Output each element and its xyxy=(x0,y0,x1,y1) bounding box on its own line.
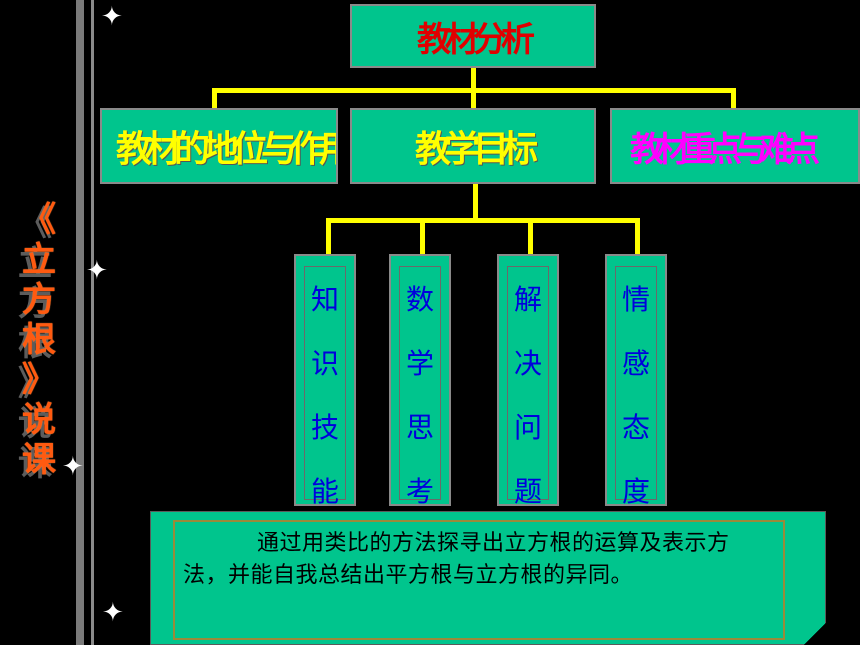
textbook-analysis-label: 教材分析 xyxy=(417,19,535,60)
title-char: 课 xyxy=(22,440,56,480)
sparkle-star-icon: ✦ xyxy=(62,452,84,482)
left-thin-bar xyxy=(91,0,94,645)
connector-goal-drop-1 xyxy=(326,218,331,254)
teaching-goals-box: 教学目标 xyxy=(350,108,596,184)
sparkle-star-icon: ✦ xyxy=(101,2,123,32)
goal-description-note: 通过用类比的方法探寻出立方根的运算及表示方法，并能自我总结出平方根与立方根的异同… xyxy=(150,511,826,645)
connector-top-stem xyxy=(471,68,476,90)
goal-description-text: 通过用类比的方法探寻出立方根的运算及表示方法，并能自我总结出平方根与立方根的异同… xyxy=(183,531,730,588)
key-points-box: 教材重点与难点 xyxy=(610,108,860,184)
goal-problem-solving-box: 解 决 问 题 xyxy=(497,254,559,508)
connector-goal-drop-3 xyxy=(528,218,533,254)
teaching-goals-label: 教学目标 xyxy=(414,129,538,170)
connector-drop-2 xyxy=(471,88,476,108)
sparkle-star-icon: ✦ xyxy=(86,256,108,286)
connector-goal-drop-2 xyxy=(420,218,425,254)
connector-goals-horizontal xyxy=(326,218,640,223)
title-char: 立 xyxy=(22,240,56,280)
goal-math-thinking-box: 数 学 思 考 xyxy=(389,254,451,508)
textbook-role-box: 教材的地位与作用 xyxy=(100,108,338,184)
goal-emotion-attitude-box: 情 感 态 度 xyxy=(605,254,667,508)
connector-goal-drop-4 xyxy=(635,218,640,254)
title-char: 说 xyxy=(22,400,56,440)
title-char: 根 xyxy=(22,320,56,360)
title-char: 方 xyxy=(22,280,56,320)
goal-knowledge-skills-box: 知 识 技 能 xyxy=(294,254,356,508)
connector-goals-stem xyxy=(473,184,478,220)
page-curl-corner xyxy=(804,623,826,645)
title-char: 》 xyxy=(22,360,56,400)
textbook-analysis-box: 教材分析 xyxy=(350,4,596,68)
title-char: 《 xyxy=(22,200,56,240)
title-shadow: 《 立 方 根 》 说 课 xyxy=(18,204,52,484)
vertical-slide-title: 《 立 方 根 》 说 课 《 立 方 根 》 说 课 xyxy=(16,200,62,484)
textbook-role-label: 教材的地位与作用 xyxy=(116,129,338,170)
sparkle-star-icon: ✦ xyxy=(102,598,124,628)
key-points-label: 教材重点与难点 xyxy=(630,129,820,170)
connector-drop-3 xyxy=(731,88,736,108)
connector-drop-1 xyxy=(212,88,217,108)
left-thick-bar xyxy=(76,0,84,645)
